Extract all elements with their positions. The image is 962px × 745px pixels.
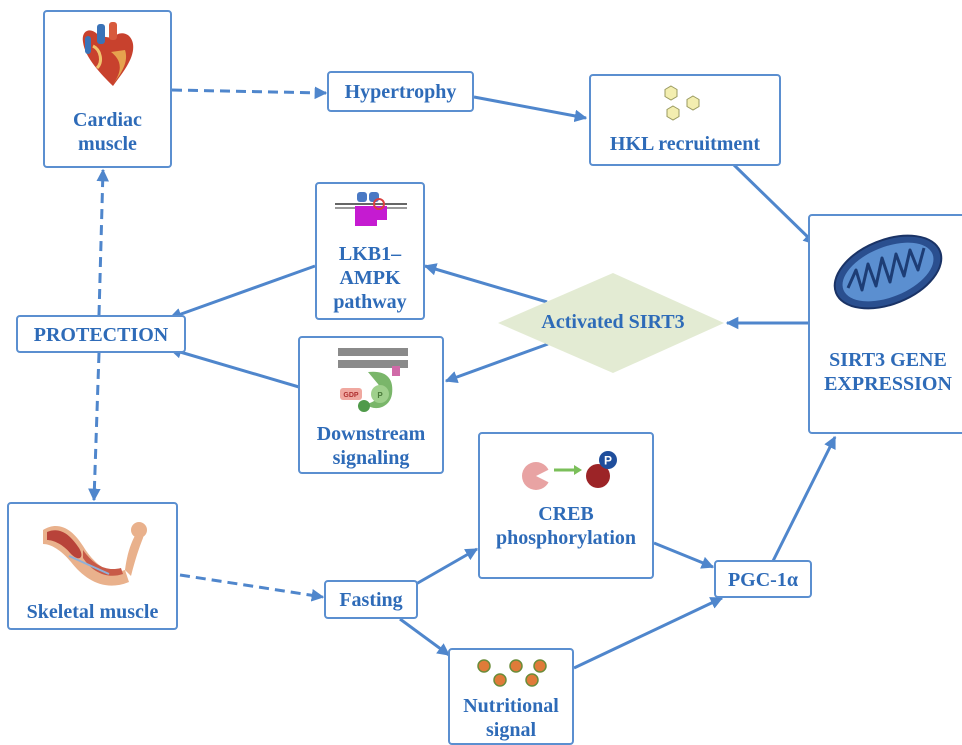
hexagon-molecules-icon: [664, 85, 700, 121]
heart-icon: [82, 22, 134, 86]
mitochondrion-icon: [833, 234, 943, 310]
node-pgc-1a: PGC-1α: [714, 560, 812, 598]
node-hkl-recruitment-label: HKL recruitment: [609, 133, 761, 155]
activated-sirt3-diamond: [498, 273, 724, 373]
membrane-protein-icon: [335, 192, 407, 226]
arrow-skeletal-to-fasting: [179, 573, 325, 602]
node-pgc-1a-label: PGC-1α: [727, 569, 799, 591]
arrow-downstream-to-protection: [168, 346, 300, 389]
node-fasting-label: Fasting: [339, 589, 403, 611]
nutrient-particles-icon: [477, 659, 547, 687]
node-hypertrophy-label: Hypertrophy: [344, 81, 457, 103]
arrow-creb-to-pgc: [653, 541, 715, 569]
node-creb-phosphorylation: P CREB phosphorylation: [478, 432, 654, 579]
arrow-protection-to-skeletal: [88, 352, 101, 502]
node-fasting: Fasting: [324, 580, 418, 619]
arrow-fasting-to-nutritional: [399, 617, 451, 657]
arm-muscle-icon: [43, 522, 147, 586]
gdp-text: GDP: [343, 392, 359, 399]
node-nutritional-signal: Nutritional signal: [448, 648, 574, 745]
phosphorylation-icon: P: [522, 451, 617, 490]
node-sirt3-gene-expression: SIRT3 GENE EXPRESSION: [808, 214, 962, 434]
arrow-fasting-to-creb: [415, 547, 479, 586]
arrow-nutritional-to-pgc: [573, 596, 724, 670]
node-lkb1-ampk-pathway-label: LKB1–AMPK pathway: [333, 243, 407, 313]
arrow-hkl-to-sirt3-gene: [732, 163, 817, 246]
arrow-hypertrophy-to-hkl: [473, 95, 588, 123]
arrow-activated-to-lkb1: [423, 263, 548, 304]
node-protection: PROTECTION: [16, 315, 186, 353]
node-hypertrophy: Hypertrophy: [327, 71, 474, 112]
phospho-small-text: P: [377, 391, 383, 400]
node-lkb1-ampk-pathway: LKB1–AMPK pathway: [315, 182, 425, 320]
node-nutritional-signal-label: Nutritional signal: [463, 695, 559, 741]
node-hkl-recruitment: HKL recruitment: [589, 74, 781, 166]
node-downstream-signaling: P GDP Downstream signaling: [298, 336, 444, 474]
ras-signaling-icon: P GDP: [338, 348, 408, 412]
phosphate-p-text: P: [604, 454, 612, 468]
node-protection-label: PROTECTION: [33, 324, 169, 346]
arrow-protection-to-cardiac: [96, 168, 109, 316]
arrow-cardiac-to-hypertrophy: [171, 86, 328, 100]
node-cardiac-muscle-label: Cardiac muscle: [73, 109, 142, 155]
node-downstream-signaling-label: Downstream signaling: [316, 423, 426, 469]
arrow-pgc-to-sirt3-gene: [768, 435, 837, 568]
node-skeletal-muscle-label: Skeletal muscle: [26, 601, 159, 623]
node-sirt3-gene-expression-label: SIRT3 GENE EXPRESSION: [824, 349, 952, 395]
node-creb-phosphorylation-label: CREB phosphorylation: [495, 503, 637, 549]
arrow-lkb1-to-protection: [168, 264, 316, 321]
node-activated-sirt3-label: Activated SIRT3: [541, 311, 685, 333]
node-cardiac-muscle: Cardiac muscle: [43, 10, 172, 168]
arrow-activated-to-downstream: [444, 342, 549, 384]
node-skeletal-muscle: Skeletal muscle: [7, 502, 178, 630]
